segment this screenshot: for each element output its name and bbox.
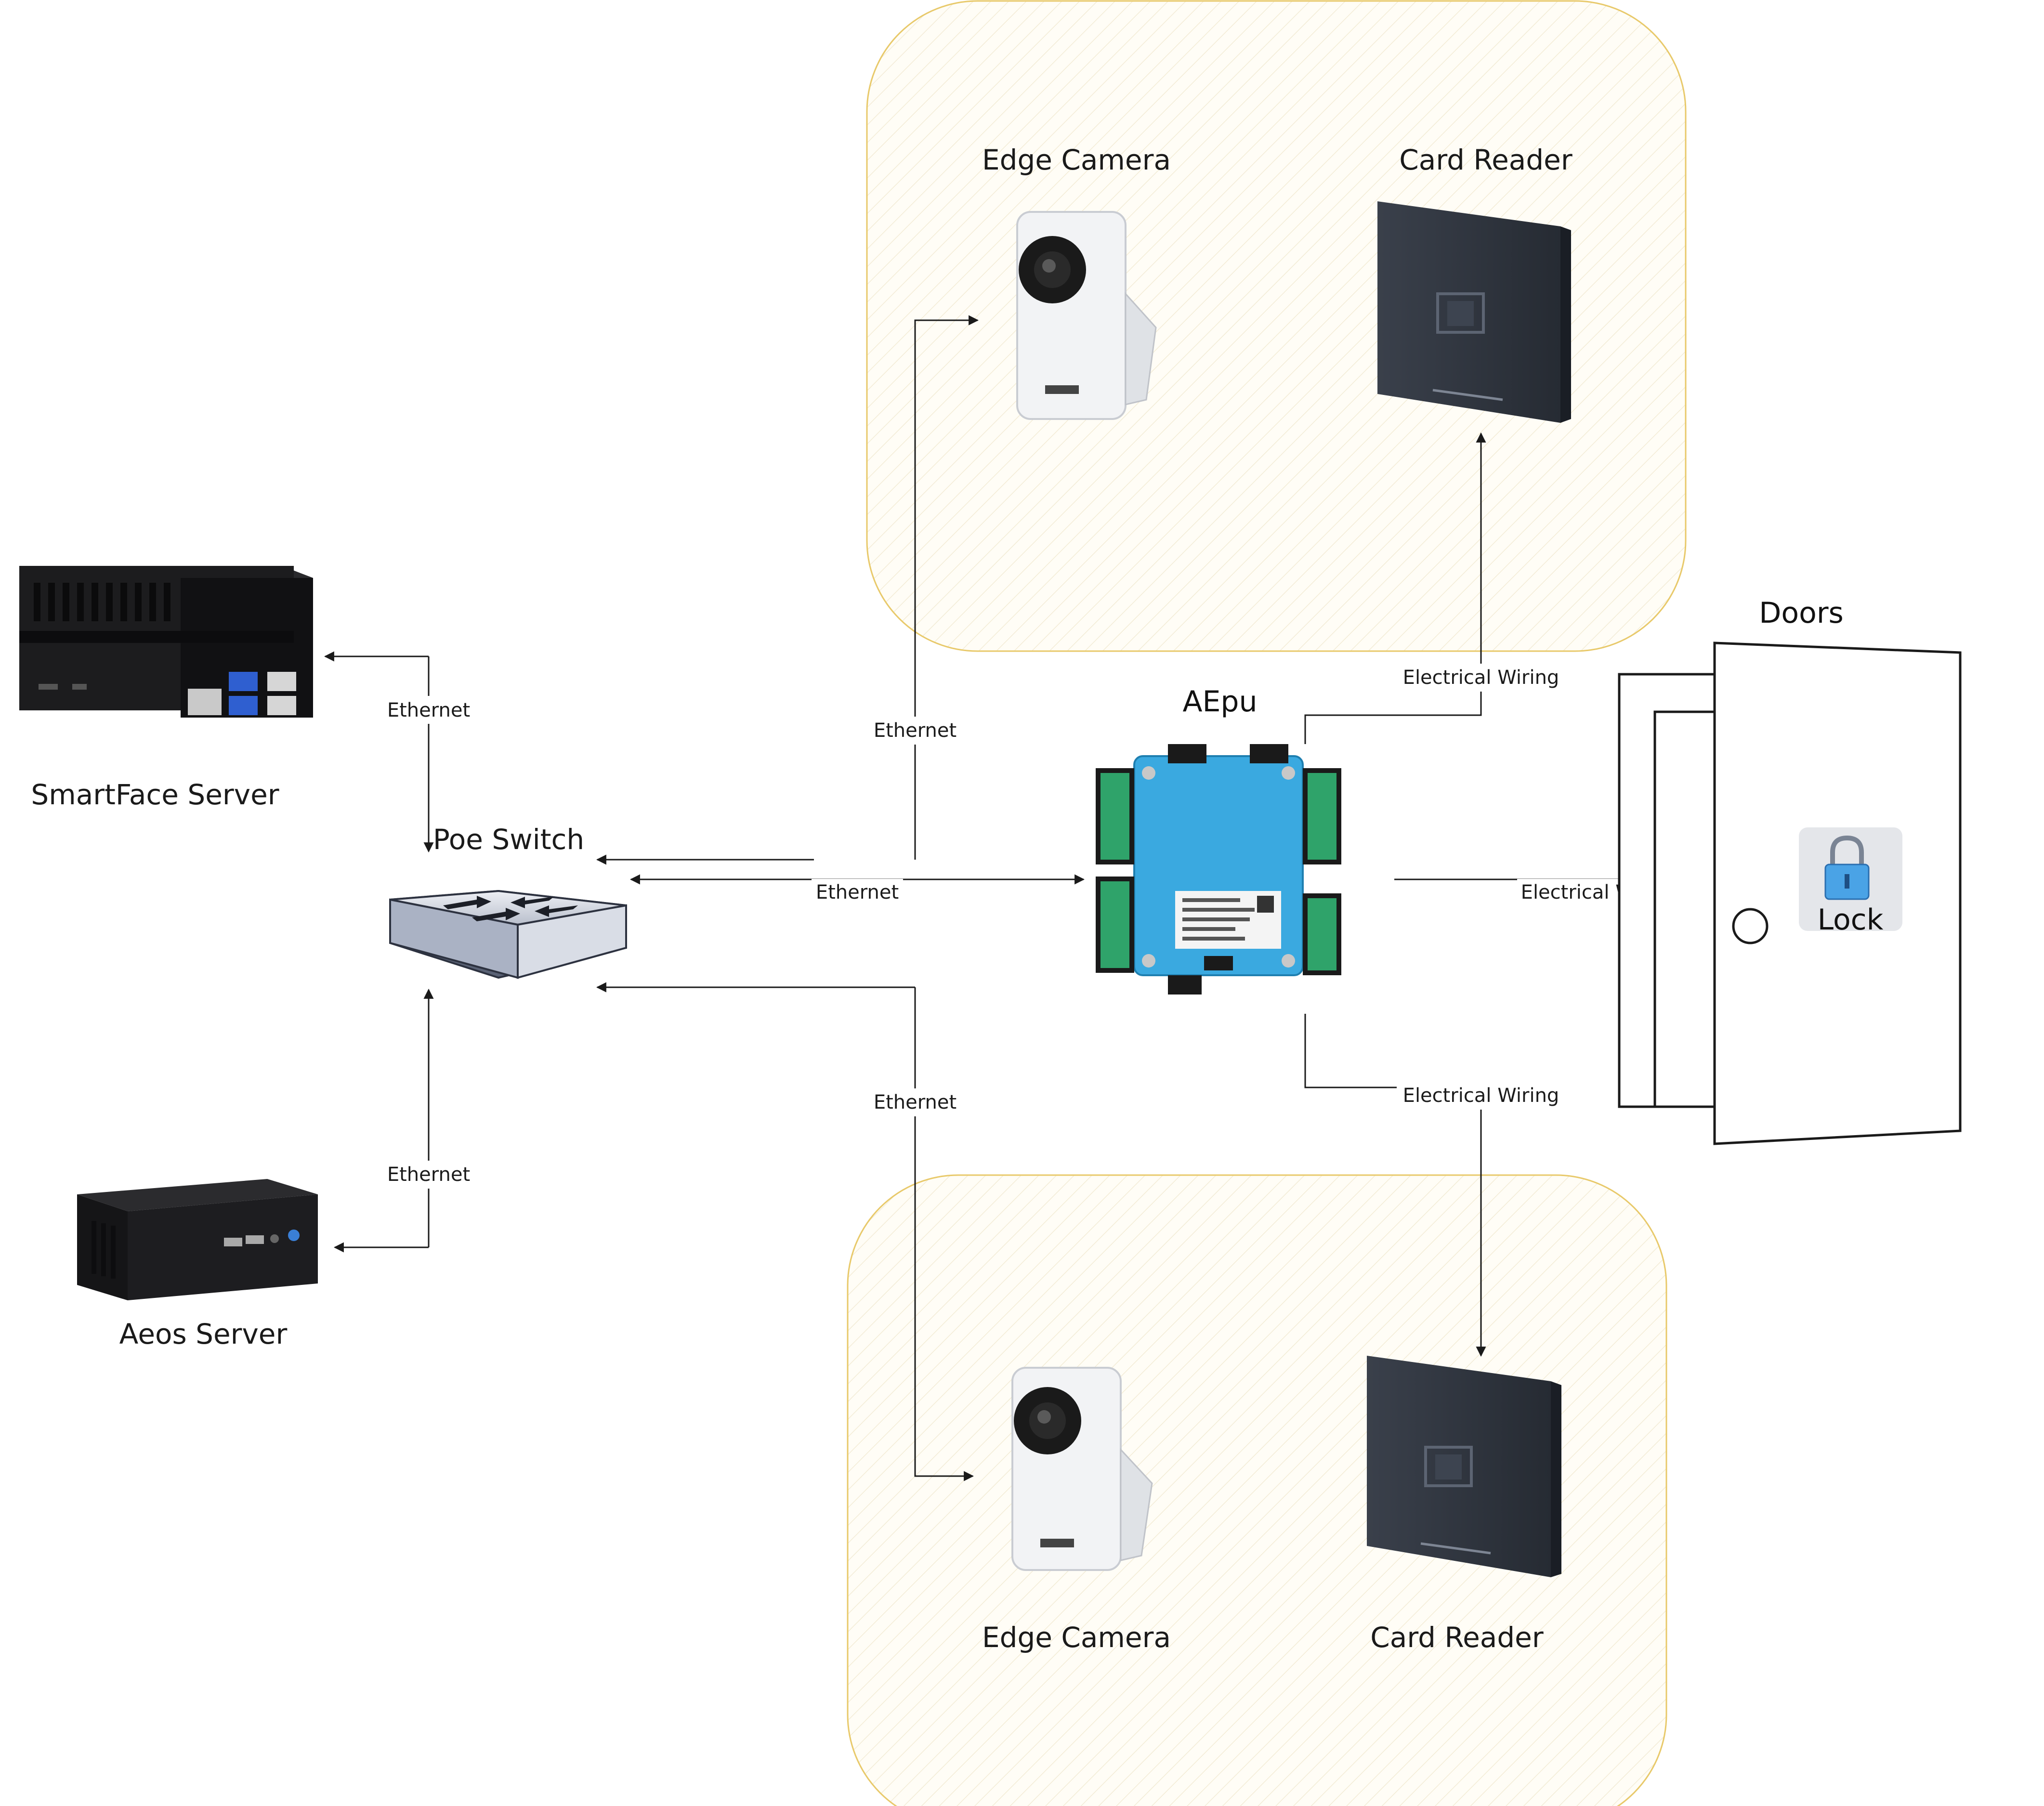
zone-bottom [847, 1174, 1667, 1806]
label-smartface-server: SmartFace Server [31, 778, 279, 811]
smartface-server-icon [19, 566, 313, 718]
label-edge-camera-bottom: Edge Camera [982, 1621, 1171, 1654]
connection-labels: Ethernet Ethernet Ethernet Ethernet Ethe… [383, 664, 1683, 1189]
label-ethernet-aeos: Ethernet [387, 1164, 470, 1186]
label-edge-camera-top: Edge Camera [982, 144, 1171, 176]
edge-camera-icon [1011, 1367, 1153, 1571]
label-ethernet-camera-bottom: Ethernet [874, 1091, 956, 1113]
nuc-server-icon [77, 1179, 318, 1300]
door-icon [1618, 641, 1962, 1145]
edge-camera-icon [1016, 211, 1157, 420]
label-ethernet-aepu: Ethernet [816, 881, 899, 903]
label-wiring-reader-bottom: Electrical Wiring [1403, 1085, 1559, 1107]
label-card-reader-bottom: Card Reader [1370, 1621, 1544, 1654]
label-aeos-server: Aeos Server [119, 1318, 288, 1350]
label-doors: Doors [1759, 596, 1844, 630]
label-poe-switch: Poe Switch [433, 823, 584, 856]
card-reader-icon [1377, 201, 1571, 423]
lock-box [1799, 827, 1902, 931]
access-control-board-icon [1096, 744, 1341, 995]
door-knob-icon [1732, 908, 1769, 944]
card-reader-icon [1367, 1356, 1561, 1577]
label-lock: Lock [1818, 903, 1884, 937]
label-wiring-reader-top: Electrical Wiring [1403, 667, 1559, 689]
label-ethernet-camera-top: Ethernet [874, 720, 956, 742]
padlock-icon [1824, 835, 1870, 900]
label-ethernet-smartface: Ethernet [387, 699, 470, 721]
network-switch-icon [389, 890, 627, 979]
label-card-reader-top: Card Reader [1399, 144, 1572, 176]
label-aepu: AEpu [1182, 685, 1257, 719]
